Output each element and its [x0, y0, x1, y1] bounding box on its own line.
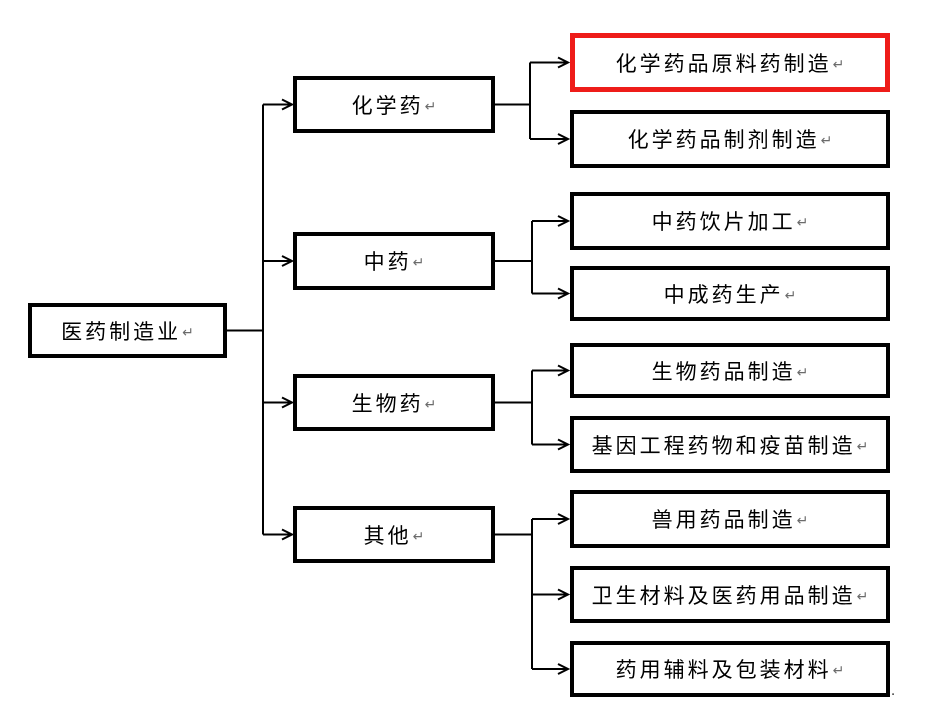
- trailing-period: .: [891, 684, 896, 699]
- node-leaf-label: 化学药品原料药制造: [615, 51, 832, 76]
- line-break-mark: ↵: [820, 133, 833, 149]
- node-root-label: 医药制造业: [61, 319, 182, 344]
- node-root: 医药制造业↵: [28, 303, 227, 358]
- line-break-mark: ↵: [832, 663, 845, 679]
- node-leaf-label: 基因工程药物和疫苗制造: [591, 433, 856, 458]
- node-leaf-sanitary-materials: 卫生材料及医药用品制造↵: [570, 566, 890, 623]
- line-break-mark: ↵: [796, 513, 809, 529]
- node-leaf-gene-vaccine: 基因工程药物和疫苗制造↵: [570, 416, 890, 473]
- node-leaf-tcm-decoction: 中药饮片加工↵: [570, 192, 890, 250]
- node-branch-label: 化学药: [351, 93, 424, 118]
- node-branch-label: 中药: [363, 250, 412, 274]
- node-leaf-label: 卫生材料及医药用品制造: [591, 583, 856, 608]
- line-break-mark: ↵: [856, 438, 869, 455]
- line-break-mark: ↵: [412, 255, 425, 271]
- node-branch-other: 其他↵: [293, 506, 495, 563]
- line-break-mark: ↵: [832, 56, 845, 73]
- line-break-mark: ↵: [856, 588, 869, 605]
- line-break-mark: ↵: [796, 215, 809, 231]
- node-leaf-label: 生物药品制造: [651, 359, 796, 384]
- line-break-mark: ↵: [182, 324, 194, 341]
- node-branch-biologic: 生物药↵: [293, 374, 495, 431]
- node-branch-chemical: 化学药↵: [293, 76, 495, 133]
- node-leaf-veterinary: 兽用药品制造↵: [570, 490, 890, 548]
- line-break-mark: ↵: [424, 98, 437, 115]
- node-leaf-chemical-preparation: 化学药品制剂制造↵: [570, 110, 890, 168]
- line-break-mark: ↵: [784, 287, 797, 304]
- line-break-mark: ↵: [412, 528, 425, 545]
- node-leaf-label: 化学药品制剂制造: [627, 128, 820, 152]
- node-branch-tcm: 中药↵: [293, 232, 495, 290]
- node-leaf-chemical-api: 化学药品原料药制造↵: [570, 33, 890, 92]
- node-leaf-label: 兽用药品制造: [651, 508, 796, 532]
- node-leaf-label: 中成药生产: [663, 282, 784, 307]
- line-break-mark: ↵: [796, 364, 809, 381]
- node-branch-label: 生物药: [351, 391, 424, 416]
- node-branch-label: 其他: [363, 523, 412, 548]
- node-leaf-bio-products: 生物药品制造↵: [570, 343, 890, 398]
- node-leaf-excipients-packaging: 药用辅料及包装材料↵: [570, 641, 890, 697]
- line-break-mark: ↵: [424, 396, 437, 413]
- node-leaf-tcm-patent: 中成药生产↵: [570, 266, 890, 321]
- node-leaf-label: 药用辅料及包装材料: [615, 658, 832, 682]
- node-leaf-label: 中药饮片加工: [651, 210, 796, 234]
